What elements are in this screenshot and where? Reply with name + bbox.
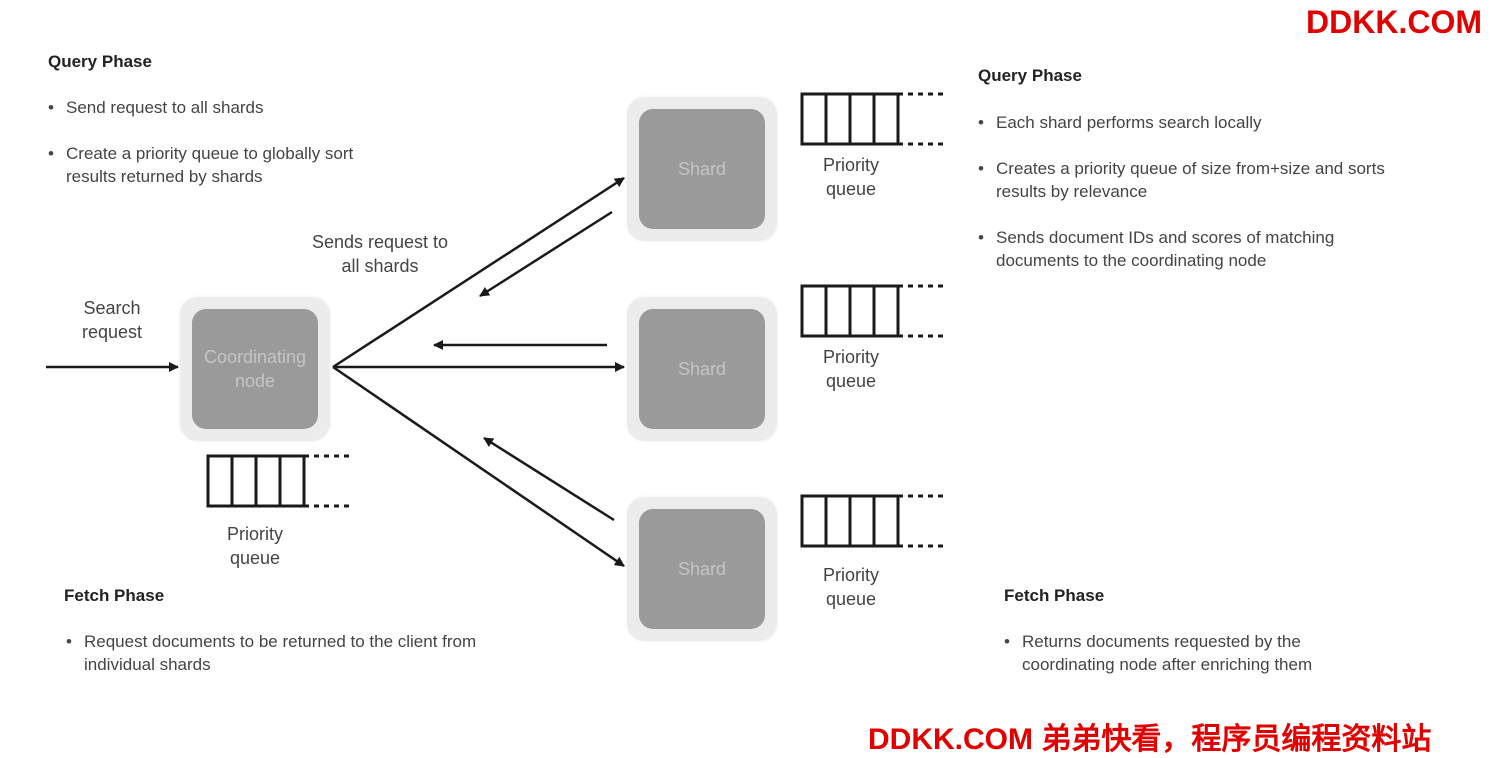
left-fetch-heading: Fetch Phase bbox=[64, 586, 165, 605]
left-query-bullet: Send request to all shards bbox=[48, 96, 408, 119]
shard-label: Shard bbox=[639, 509, 765, 629]
right-query-bullet: Sends document IDs and scores of matchin… bbox=[978, 226, 1398, 272]
left-fetch-bullets: Request documents to be returned to the … bbox=[66, 630, 506, 699]
priority-queue-label: Priority queue bbox=[822, 155, 879, 199]
right-fetch-bullet: Returns documents requested by the coord… bbox=[1004, 630, 1364, 676]
shard-node: Shard bbox=[627, 97, 777, 241]
coordinating-node-label: Coordinating node bbox=[192, 309, 318, 429]
left-fetch-bullet: Request documents to be returned to the … bbox=[66, 630, 506, 676]
coordinating-node: Coordinating node bbox=[180, 297, 330, 441]
priority-queue-icon bbox=[800, 90, 946, 148]
priority-queue-label: Priority queue bbox=[822, 565, 879, 609]
watermark-top: DDKK.COM bbox=[1306, 4, 1482, 40]
shard-label: Shard bbox=[639, 109, 765, 229]
sends-request-label: Sends request to all shards bbox=[311, 232, 449, 276]
request-arrow-bottom bbox=[332, 365, 625, 568]
right-query-bullet: Creates a priority queue of size from+si… bbox=[978, 157, 1398, 203]
right-query-bullet: Each shard performs search locally bbox=[978, 111, 1398, 134]
right-query-heading: Query Phase bbox=[978, 66, 1082, 85]
search-request-label: Search request bbox=[81, 298, 143, 342]
priority-queue-label: Priority queue bbox=[822, 347, 879, 391]
shard-node: Shard bbox=[627, 497, 777, 641]
shard-node: Shard bbox=[627, 297, 777, 441]
request-arrow-top bbox=[332, 176, 625, 369]
priority-queue-icon bbox=[800, 282, 946, 340]
priority-queue-icon bbox=[800, 492, 946, 550]
left-query-heading: Query Phase bbox=[48, 52, 152, 71]
left-query-bullet: Create a priority queue to globally sort… bbox=[48, 142, 408, 188]
response-arrow-bottom bbox=[483, 436, 615, 522]
priority-queue-label: Priority queue bbox=[226, 524, 283, 568]
response-arrow-top bbox=[479, 210, 613, 298]
right-fetch-bullets: Returns documents requested by the coord… bbox=[1004, 630, 1364, 699]
left-query-bullets: Send request to all shards Create a prio… bbox=[48, 96, 408, 211]
right-query-bullets: Each shard performs search locally Creat… bbox=[978, 111, 1398, 295]
right-fetch-heading: Fetch Phase bbox=[1004, 586, 1105, 605]
shard-label: Shard bbox=[639, 309, 765, 429]
priority-queue-icon bbox=[206, 452, 352, 510]
watermark-bottom: DDKK.COM 弟弟快看，程序员编程资料站 bbox=[868, 723, 1432, 756]
